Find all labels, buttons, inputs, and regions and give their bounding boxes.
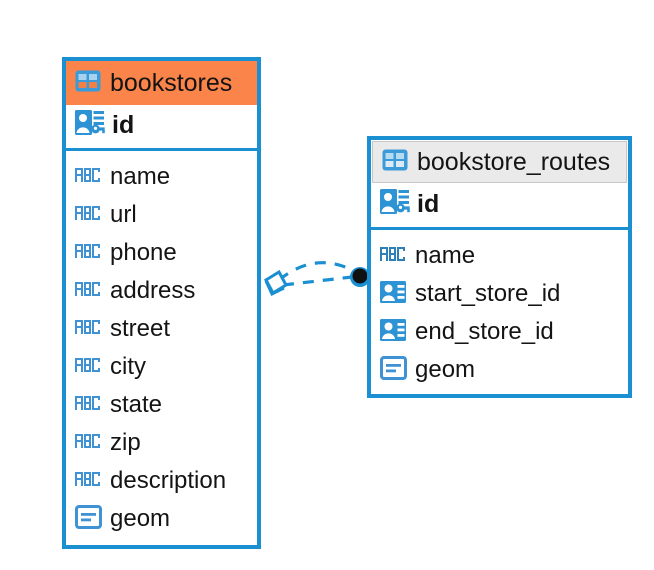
- field-label: geom: [415, 356, 476, 383]
- field-row[interactable]: geom: [371, 351, 628, 389]
- field-row[interactable]: phone: [66, 234, 257, 272]
- field-label: url: [110, 201, 137, 228]
- entity-title: bookstores: [110, 68, 233, 97]
- field-list-bookstore-routes: name start_store_id: [371, 230, 628, 395]
- table-icon: [75, 70, 101, 97]
- primary-key-row-bookstores[interactable]: id: [66, 105, 257, 151]
- field-label: state: [110, 391, 163, 418]
- field-row[interactable]: zip: [66, 424, 257, 462]
- field-label: name: [110, 163, 171, 190]
- abc-text-icon: [75, 167, 102, 187]
- abc-text-icon: [380, 246, 407, 266]
- field-label: geom: [110, 505, 171, 532]
- field-row[interactable]: end_store_id: [371, 313, 628, 351]
- entity-bookstores[interactable]: bookstores id: [62, 57, 261, 549]
- abc-text-icon: [75, 205, 102, 225]
- foreign-key-icon: [380, 318, 407, 347]
- field-label: description: [110, 467, 227, 494]
- field-label: name: [415, 242, 476, 269]
- field-label: street: [110, 315, 171, 342]
- field-row[interactable]: address: [66, 272, 257, 310]
- field-row[interactable]: url: [66, 196, 257, 234]
- field-label: start_store_id: [415, 280, 561, 307]
- abc-text-icon: [75, 395, 102, 415]
- abc-text-icon: [75, 357, 102, 377]
- field-list-bookstores: name: [66, 151, 257, 544]
- abc-text-icon: [75, 281, 102, 301]
- entity-header-bookstore-routes: bookstore_routes: [372, 141, 627, 183]
- geometry-icon: [380, 355, 407, 385]
- abc-text-icon: [75, 471, 102, 491]
- field-row[interactable]: street: [66, 310, 257, 348]
- foreign-key-icon: [380, 280, 407, 309]
- abc-text-icon: [75, 433, 102, 453]
- abc-text-icon: [75, 319, 102, 339]
- field-label: city: [110, 353, 146, 380]
- entity-bookstore-routes[interactable]: bookstore_routes: [367, 136, 632, 398]
- table-icon: [382, 149, 408, 176]
- field-row[interactable]: state: [66, 386, 257, 424]
- relationship-line-straight: [282, 275, 353, 287]
- abc-text-icon: [75, 243, 102, 263]
- field-row[interactable]: name: [371, 237, 628, 275]
- primary-key-icon: [380, 188, 410, 221]
- field-label: phone: [110, 239, 177, 266]
- relationship-line-arc: [277, 261, 357, 282]
- field-row[interactable]: start_store_id: [371, 275, 628, 313]
- primary-key-label: id: [112, 111, 135, 139]
- field-label: address: [110, 277, 196, 304]
- field-row[interactable]: name: [66, 158, 257, 196]
- primary-key-row-bookstore-routes[interactable]: id: [371, 184, 628, 230]
- diamond-marker: [264, 269, 288, 297]
- geometry-icon: [75, 504, 102, 534]
- field-row[interactable]: description: [66, 462, 257, 500]
- entity-title: bookstore_routes: [417, 147, 611, 176]
- field-label: zip: [110, 429, 141, 456]
- primary-key-label: id: [417, 190, 440, 218]
- field-label: end_store_id: [415, 318, 554, 345]
- field-row[interactable]: city: [66, 348, 257, 386]
- primary-key-icon: [75, 109, 105, 142]
- entity-header-bookstores: bookstores: [66, 61, 257, 105]
- field-row[interactable]: geom: [66, 500, 257, 538]
